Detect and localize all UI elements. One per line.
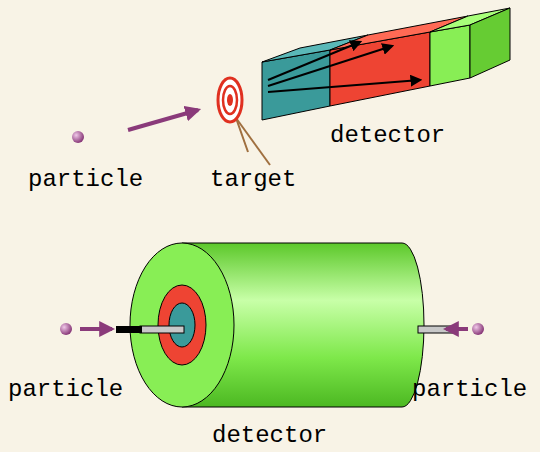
particle-dot (472, 323, 484, 335)
target-stand (236, 118, 248, 152)
tracker-core (169, 303, 195, 347)
beam-pipe (140, 326, 184, 333)
detector-face (130, 243, 234, 407)
particle-dot (60, 323, 72, 335)
fixed-target-setup (72, 8, 510, 165)
target-center (227, 94, 233, 106)
particle-arrow (128, 110, 198, 130)
particle-dot (72, 131, 84, 143)
target-stand (236, 118, 270, 165)
particle-arrow (80, 327, 112, 331)
target-ring (218, 78, 242, 122)
part-label: particle (28, 166, 143, 194)
part-label: particle (412, 376, 527, 404)
calorimeter-ring (158, 285, 206, 365)
part-label: detector (212, 422, 327, 450)
target-ring (223, 86, 237, 114)
detector-block (262, 8, 510, 120)
part-label: target (210, 166, 296, 194)
beam-pipe-end (116, 326, 142, 333)
particle-arrow (446, 327, 468, 331)
part-label: particle (8, 376, 123, 404)
track-arrows (268, 42, 420, 92)
part-label: detector (330, 122, 445, 150)
